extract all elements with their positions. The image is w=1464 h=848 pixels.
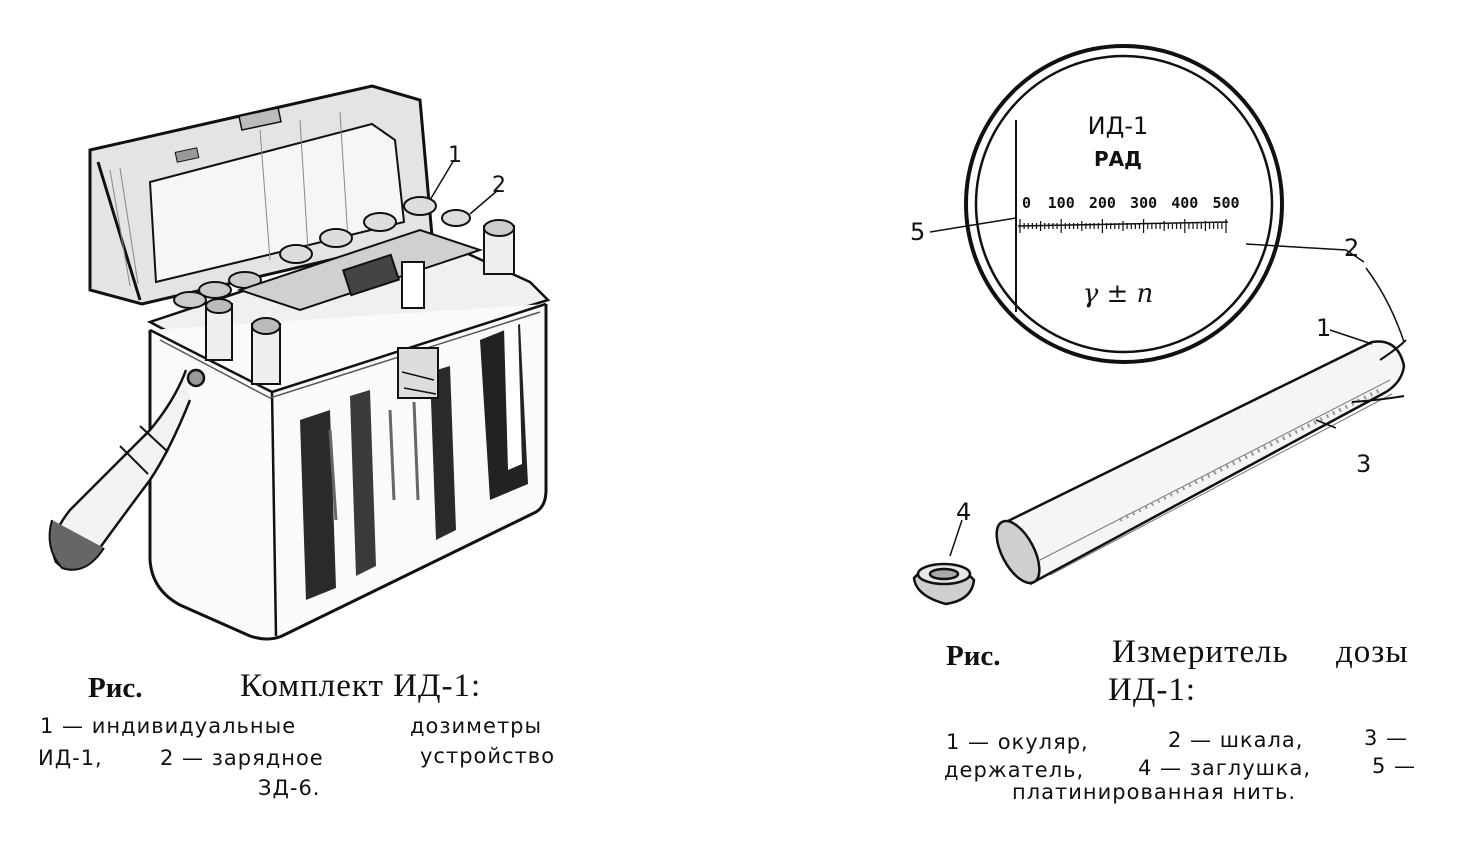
dosimeter-rows <box>173 196 515 385</box>
end-cap <box>912 562 976 606</box>
dose-meter-drawing <box>912 44 1407 606</box>
right-caption-line1-b: 2 — шкала, <box>1168 728 1304 752</box>
scale-tick-label: 0 <box>1022 194 1031 212</box>
callout-3-label: 3 <box>1356 450 1371 478</box>
right-callout-labels: 1 2 3 4 5 <box>910 218 1371 526</box>
dial-outer-ring <box>964 44 1284 364</box>
left-caption-line2-right: устройство <box>420 744 556 768</box>
callout-2-label: 2 <box>492 173 506 198</box>
leader-5 <box>929 217 1017 233</box>
left-caption-prefix: Рис. <box>88 672 143 704</box>
callout-4-label: 4 <box>956 498 971 526</box>
right-caption-line2-b: 4 — заглушка, <box>1138 756 1312 780</box>
leader-3 <box>1315 419 1337 429</box>
case-lid <box>88 84 434 306</box>
left-caption-line3: ЗД-6. <box>258 776 321 800</box>
leader-4 <box>949 519 963 557</box>
right-caption-title-line2: ИД-1: <box>1108 672 1196 708</box>
case-body <box>146 230 551 641</box>
scale-tick-label: 400 <box>1171 194 1198 212</box>
leader-2 <box>1245 243 1365 263</box>
scale-tick-label: 500 <box>1212 194 1239 212</box>
scale-tick-label: 100 <box>1048 194 1075 212</box>
dial-symbol: γ ± n <box>1083 279 1154 309</box>
left-caption-line1-right: дозиметры <box>410 714 543 738</box>
callout-2-label: 2 <box>1344 234 1359 262</box>
dosimeter-kit-drawing <box>48 84 551 641</box>
dosimeter-tube <box>995 339 1407 586</box>
scale-tick-label: 300 <box>1130 194 1157 212</box>
right-caption-prefix: Рис. <box>946 640 1001 672</box>
scale-tick-label: 200 <box>1089 194 1116 212</box>
carry-strap <box>48 368 206 571</box>
right-caption-line1-c: 3 — <box>1364 726 1409 750</box>
leader-2b <box>1365 267 1405 343</box>
right-caption-title-part1: Измеритель <box>1112 634 1289 670</box>
dial-scale <box>1019 219 1227 233</box>
dial-text: ИД-1 РАД γ ± n 0 100 200 300 400 500 <box>1022 112 1240 309</box>
dial-scale-labels: 0 100 200 300 400 500 <box>1022 194 1240 212</box>
dial-inner-ring <box>974 54 1274 354</box>
left-caption-title: Комплект ИД-1: <box>240 668 482 704</box>
callout-1-label: 1 <box>448 143 462 168</box>
left-caption-line2-left: ИД-1, <box>38 746 103 770</box>
left-caption-line1-left: 1 — индивидуальные <box>40 714 297 738</box>
left-callout-labels: 1 2 <box>448 143 506 198</box>
left-caption-line2-mid: 2 — зарядное <box>160 746 324 770</box>
right-caption-line1-a: 1 — окуляр, <box>946 730 1089 754</box>
right-caption-title-part2: дозы <box>1336 634 1409 670</box>
right-caption-line2-a: держатель, <box>944 758 1085 782</box>
callout-5-label: 5 <box>910 218 925 246</box>
right-caption-line2-c: 5 — <box>1372 754 1417 778</box>
callout-1-label: 1 <box>1316 314 1331 342</box>
leader-1 <box>1329 329 1373 345</box>
right-caption-line3: платинированная нить. <box>1012 780 1297 804</box>
dial-unit-label: РАД <box>1094 147 1142 171</box>
dial-model-label: ИД-1 <box>1088 112 1149 140</box>
